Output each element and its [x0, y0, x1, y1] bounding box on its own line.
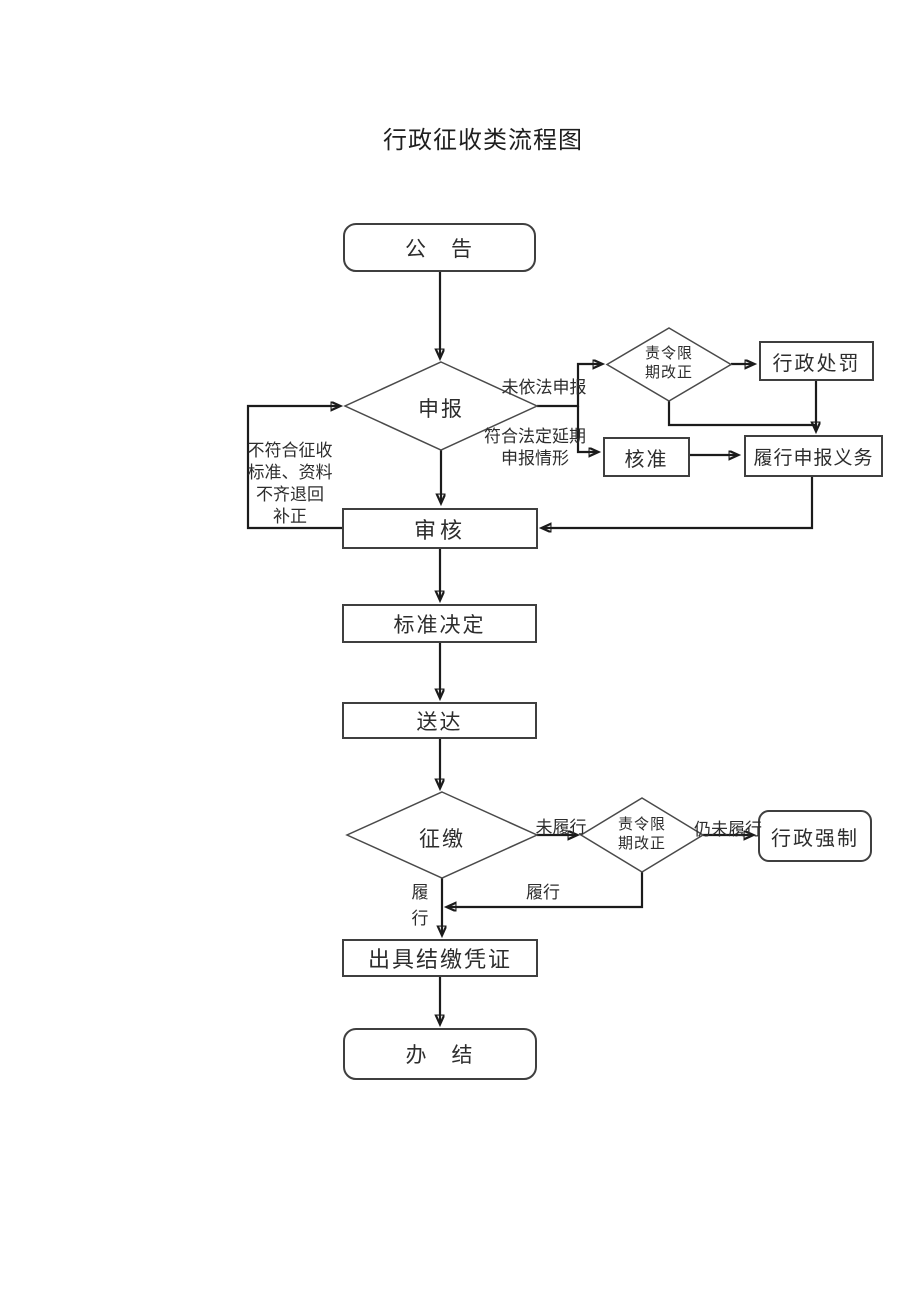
collect-diamond [345, 791, 539, 879]
return-correction-line4: 补正 [273, 507, 307, 526]
node-review: 审核 [342, 508, 538, 549]
fulfilled-vertical-line1: 履 [411, 883, 429, 902]
order-correct-bottom-diamond [579, 797, 705, 873]
node-issue-receipt: 出具结缴凭证 [342, 939, 538, 977]
fulfilled-vertical-line2: 行 [411, 909, 429, 928]
node-standard-decision: 标准决定 [342, 604, 537, 643]
edge-label-return-for-correction: 不符合征收 标准、资料 不齐退回 补正 [244, 440, 336, 528]
edge-label-legal-deferral: 符合法定延期 申报情形 [480, 426, 590, 470]
node-admin-penalty: 行政处罚 [759, 341, 874, 381]
order-correct-top-line1: 责令限 [644, 346, 693, 362]
order-correct-top-label: 责令限 期改正 [629, 345, 709, 383]
order-correct-top-line2: 期改正 [644, 365, 693, 381]
edge-label-still-not-fulfilled: 仍未履行 [694, 820, 762, 839]
connector-declare-order-correct-top [537, 364, 602, 408]
node-announce: 公 告 [343, 223, 536, 272]
connector-order-correct-fulfilled-merge [447, 872, 644, 907]
page-title: 行政征收类流程图 [383, 128, 583, 154]
legal-deferral-line1: 符合法定延期 [484, 427, 586, 446]
declare-diamond-label: 申报 [418, 397, 464, 421]
connector-order-correct-merge [667, 401, 816, 427]
edge-label-not-declared: 未依法申报 [501, 378, 587, 397]
node-finish: 办 结 [343, 1028, 537, 1080]
node-admin-enforce: 行政强制 [758, 810, 872, 862]
order-correct-bottom-label: 责令限 期改正 [602, 816, 682, 854]
connector-review-return-declare [246, 406, 342, 530]
node-approve: 核准 [603, 437, 690, 477]
connector-fulfill-review [542, 477, 814, 528]
connector-declare-approve [576, 406, 598, 452]
order-correct-bottom-line1: 责令限 [617, 817, 666, 833]
collect-diamond-label: 征缴 [419, 827, 465, 851]
edge-label-not-fulfilled: 未履行 [535, 818, 587, 837]
edge-label-fulfilled-vertical: 履 行 [406, 880, 434, 932]
node-fulfill-obligation: 履行申报义务 [744, 435, 883, 477]
return-correction-line3: 不齐退回 [256, 485, 324, 504]
order-correct-bottom-line2: 期改正 [617, 836, 666, 852]
edge-label-fulfilled: 履行 [526, 883, 560, 902]
declare-diamond [343, 361, 539, 451]
return-correction-line1: 不符合征收 [247, 441, 333, 460]
return-correction-line2: 标准、资料 [247, 463, 333, 482]
legal-deferral-line2: 申报情形 [501, 449, 569, 468]
node-deliver: 送达 [342, 702, 537, 739]
order-correct-top-diamond [605, 327, 733, 402]
